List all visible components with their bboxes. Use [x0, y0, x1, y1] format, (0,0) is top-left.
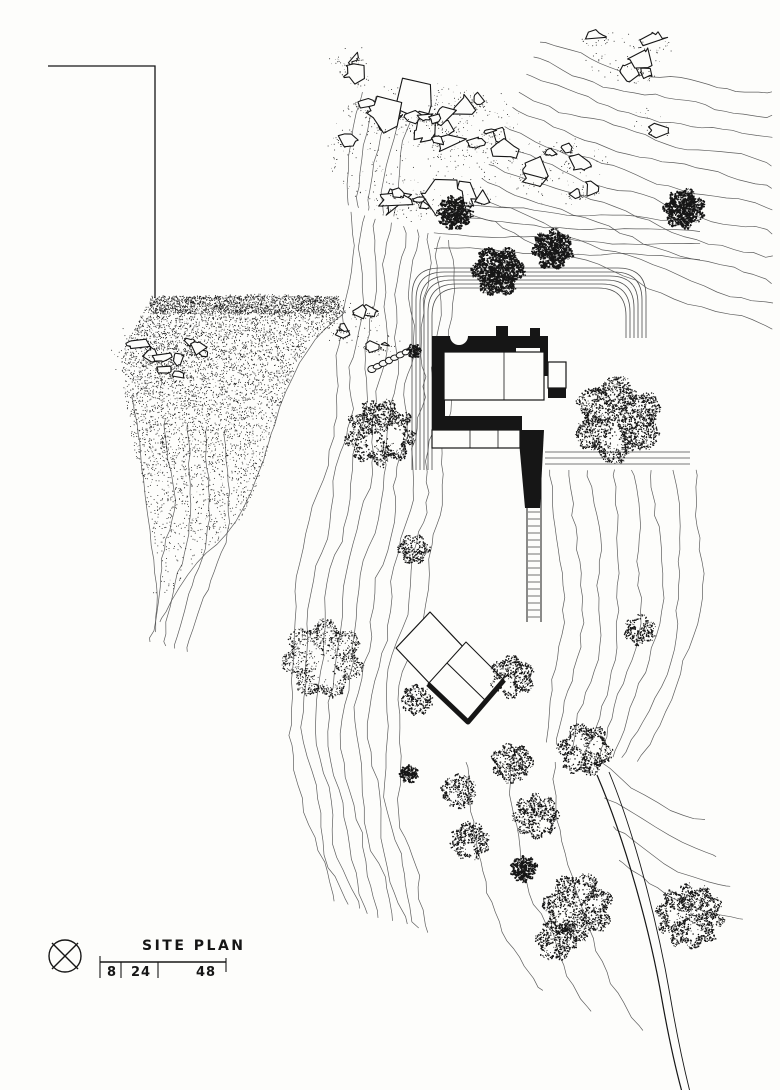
contour-lines — [131, 41, 774, 1031]
title-block: SITE PLAN 8 24 48 — [48, 938, 246, 980]
terrace-lines — [411, 267, 690, 470]
scale-label-24: 24 — [131, 965, 151, 980]
beach-stipple — [121, 293, 346, 594]
scale-label-48: 48 — [196, 965, 216, 980]
site-plan-title: SITE PLAN — [142, 938, 246, 954]
north-arrow-circle — [48, 939, 82, 973]
rock-outcrop — [111, 29, 672, 389]
main-house-footprint — [431, 326, 567, 508]
driveway-path — [596, 771, 690, 1090]
trees-layer — [281, 187, 726, 961]
guest-house-footprint — [395, 611, 506, 725]
north-arrow-cross-line — [51, 942, 79, 970]
scale-label-8: 8 — [107, 965, 117, 980]
stair-walkway — [526, 470, 542, 622]
north-arrow-icon — [48, 939, 82, 973]
property-boundary — [48, 65, 156, 298]
stepping-stones — [367, 348, 411, 373]
scale-bar: 8 24 48 — [99, 956, 227, 980]
